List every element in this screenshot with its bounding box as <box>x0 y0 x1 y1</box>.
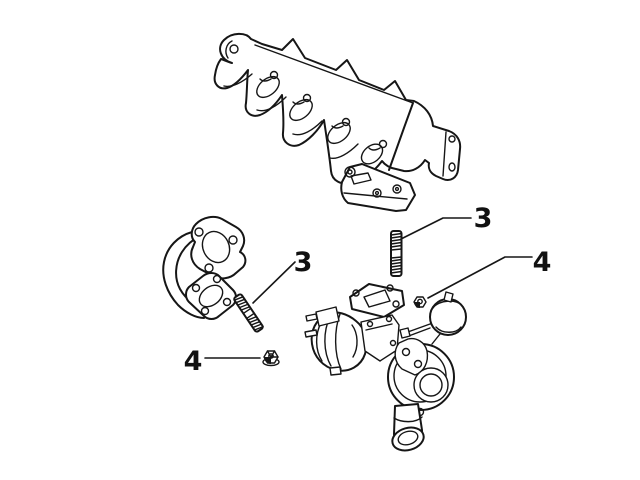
actuator-clevis <box>399 327 411 339</box>
outlet-rim-inner <box>397 430 419 446</box>
manifold-boss <box>341 117 351 127</box>
mounting-stud-vertical <box>390 230 403 277</box>
callout-leader-3-left <box>252 261 296 304</box>
backplate-line <box>365 323 393 331</box>
actuator-seam <box>435 326 462 333</box>
manifold-end-flange-hole <box>448 162 456 172</box>
manifold-elbow-edge <box>388 102 414 171</box>
backplate-bolt <box>385 315 393 323</box>
gasket-lower-opening <box>198 284 224 308</box>
manifold-runner-contour <box>256 96 287 112</box>
turbo-flange-hole <box>392 300 400 308</box>
turbo-backplate <box>360 314 400 362</box>
flange-nut <box>262 350 280 367</box>
manifold-beam-crease <box>254 44 414 104</box>
manifold-flange-hole <box>392 184 402 194</box>
turbine-pin <box>305 313 318 322</box>
turbine-rib <box>351 324 358 358</box>
gasket-lower-hole <box>212 274 222 284</box>
manifold-flange-slot <box>350 172 372 185</box>
turbine-bracket <box>315 306 340 327</box>
compressor-plate-hole <box>401 347 411 357</box>
manifold-end-flange-hole <box>448 135 456 143</box>
stud-threads <box>233 296 251 311</box>
callout-label-4-left: 4 <box>184 346 203 377</box>
callout-label-3-right: 3 <box>474 203 493 234</box>
nut-hole <box>417 298 423 305</box>
gasket-upper <box>190 215 247 280</box>
stud-shank-line <box>390 248 403 259</box>
callout-label-4-right: 4 <box>533 247 552 278</box>
nut-hole <box>268 353 274 359</box>
gasket-lower-hole <box>191 283 201 293</box>
compressor-plate-hole <box>413 359 423 369</box>
manifold-flange-boss <box>344 166 356 178</box>
outlet-pipe-collar <box>393 416 423 423</box>
turbine-foot <box>329 366 342 376</box>
manifold-boss <box>378 139 388 149</box>
manifold-runner-contour <box>292 120 323 136</box>
actuator-brace <box>431 333 441 345</box>
backplate-bolt <box>389 339 397 347</box>
gasket-and-bracket-set <box>162 215 247 320</box>
gasket-upper-hole <box>194 227 204 237</box>
stud-shank-line <box>242 307 255 320</box>
manifold-flange-hole-dot <box>374 190 380 196</box>
manifold-port <box>360 143 384 165</box>
manifold-flange-crease <box>343 192 408 200</box>
manifold-ear-line <box>225 40 233 59</box>
callout-leader-4-right <box>427 256 533 299</box>
manifold-runner-contour <box>223 73 253 88</box>
callout-leader-3-right <box>400 217 472 240</box>
turbo-inlet-flange <box>349 283 405 318</box>
manifold-boss <box>269 70 279 80</box>
gasket-upper-hole <box>228 235 238 245</box>
turbocharger <box>304 283 467 452</box>
compressor-plate <box>394 337 429 376</box>
stud-threads <box>390 232 403 248</box>
gasket-upper-hole <box>204 263 214 273</box>
gasket-lower-hole <box>200 306 210 316</box>
callouts: 3 3 4 4 <box>184 203 552 377</box>
manifold-flange-hole-dot <box>394 186 400 192</box>
turbo-flange-hole <box>386 284 394 292</box>
gasket-lower <box>185 272 237 320</box>
actuator-nipple <box>443 291 454 303</box>
manifold-flange-boss-hole <box>347 169 353 175</box>
manifold-body-outline <box>213 32 462 185</box>
manifold-ear-hole <box>229 44 239 54</box>
nut-facet <box>266 350 279 358</box>
manifold-boss-tail <box>368 147 381 151</box>
manifold-boss-tail <box>259 78 272 82</box>
backplate-bolt <box>366 320 374 328</box>
turbo-inlet-opening <box>363 289 391 308</box>
turbo-flange-hole <box>352 289 360 297</box>
callout-label-3-left: 3 <box>294 247 313 278</box>
exhaust-manifold <box>213 32 462 212</box>
manifold-end-flange-edge <box>442 131 447 177</box>
manifold-boss-tail <box>331 125 344 129</box>
compressor-inlet-bore-inner <box>419 373 443 397</box>
turbine-pin <box>304 329 318 338</box>
manifold-flange-hole <box>372 188 382 198</box>
gasket-upper-opening <box>201 230 231 264</box>
manifold-boss-tail <box>292 101 305 105</box>
turbocharger-nut <box>413 296 427 308</box>
stud-threads <box>390 258 403 274</box>
gasket-lower-hole <box>222 297 232 307</box>
mounting-stud-diagonal <box>233 293 264 333</box>
compressor-inlet-bore <box>413 367 449 403</box>
manifold-runner-contour <box>329 143 359 160</box>
nut-shading <box>264 357 271 364</box>
stud-threads <box>247 315 264 331</box>
manifold-boss <box>302 93 312 103</box>
